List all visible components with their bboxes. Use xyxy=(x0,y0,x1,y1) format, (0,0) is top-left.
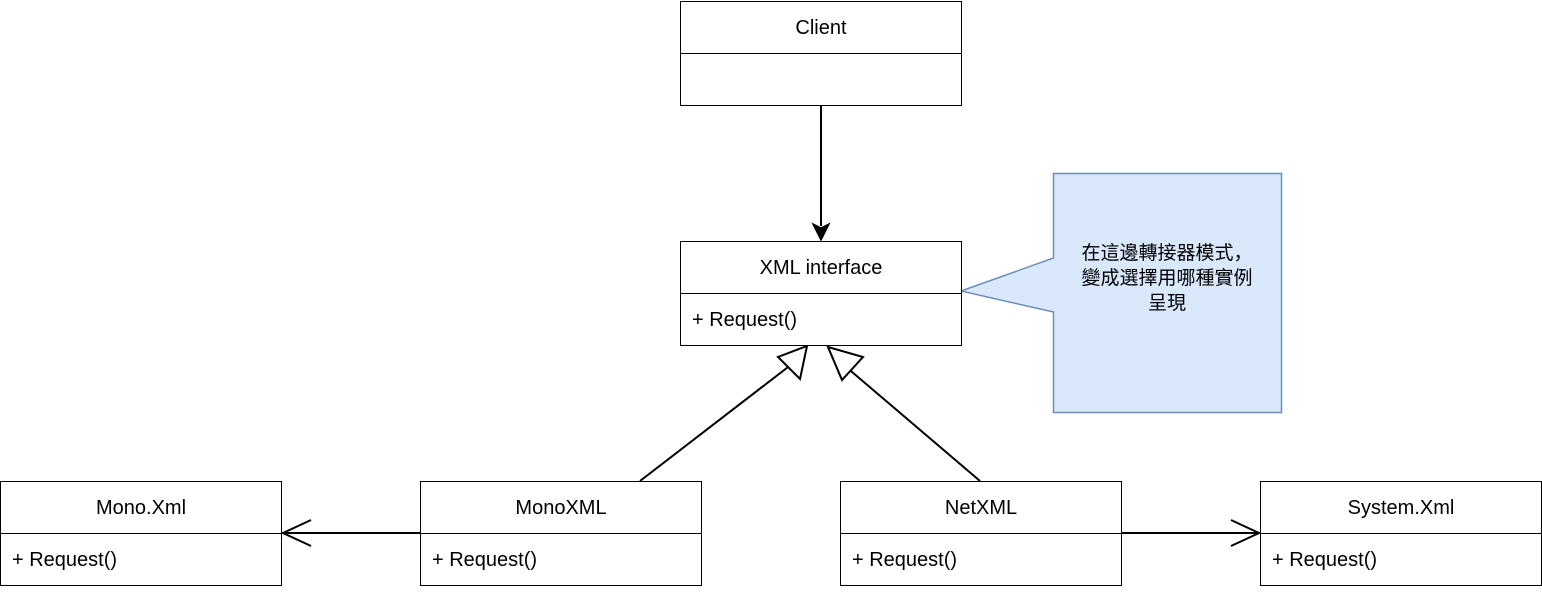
xml-interface-class-box[interactable]: XML interface + Request() xyxy=(680,241,962,346)
netxml-class-members: + Request() xyxy=(852,548,958,571)
note-callout-shape xyxy=(958,172,1283,414)
note-line-1: 在這邊轉接器模式， xyxy=(1081,241,1253,264)
monoxml-to-interface-line xyxy=(639,363,793,482)
netxml-to-interface-line xyxy=(844,365,981,482)
xml-interface-class-name: XML interface xyxy=(681,242,961,294)
client-to-interface-arrowhead xyxy=(811,222,831,242)
client-class-members xyxy=(681,54,961,105)
note-line-2: 變成選擇用哪種實例 xyxy=(1081,266,1253,289)
netxml-class-name: NetXML xyxy=(841,482,1121,534)
monoxml-class-box[interactable]: MonoXML + Request() xyxy=(420,481,702,586)
monoxml-class-members: + Request() xyxy=(432,548,538,571)
mono-xml-class-members: + Request() xyxy=(12,548,118,571)
client-class-box[interactable]: Client xyxy=(680,1,962,106)
system-xml-class-box[interactable]: System.Xml + Request() xyxy=(1260,481,1542,586)
monoxml-lib-open-arrowhead xyxy=(280,519,312,547)
xml-interface-class-members: + Request() xyxy=(692,308,798,331)
monoxml-class-name: MonoXML xyxy=(421,482,701,534)
monoxml-inheritance-arrowhead xyxy=(776,344,809,382)
mono-xml-class-name: Mono.Xml xyxy=(1,482,281,534)
system-xml-class-members: + Request() xyxy=(1272,548,1378,571)
mono-xml-class-box[interactable]: Mono.Xml + Request() xyxy=(0,481,282,586)
adapter-note[interactable]: 在這邊轉接器模式， 變成選擇用哪種實例 呈現 xyxy=(1053,173,1281,413)
netxml-class-box[interactable]: NetXML + Request() xyxy=(840,481,1122,586)
client-class-name: Client xyxy=(681,2,961,54)
netxml-inheritance-arrowhead xyxy=(826,345,865,382)
system-xml-open-arrowhead xyxy=(1230,519,1262,547)
note-line-3: 呈現 xyxy=(1147,291,1186,314)
system-xml-class-name: System.Xml xyxy=(1261,482,1541,534)
